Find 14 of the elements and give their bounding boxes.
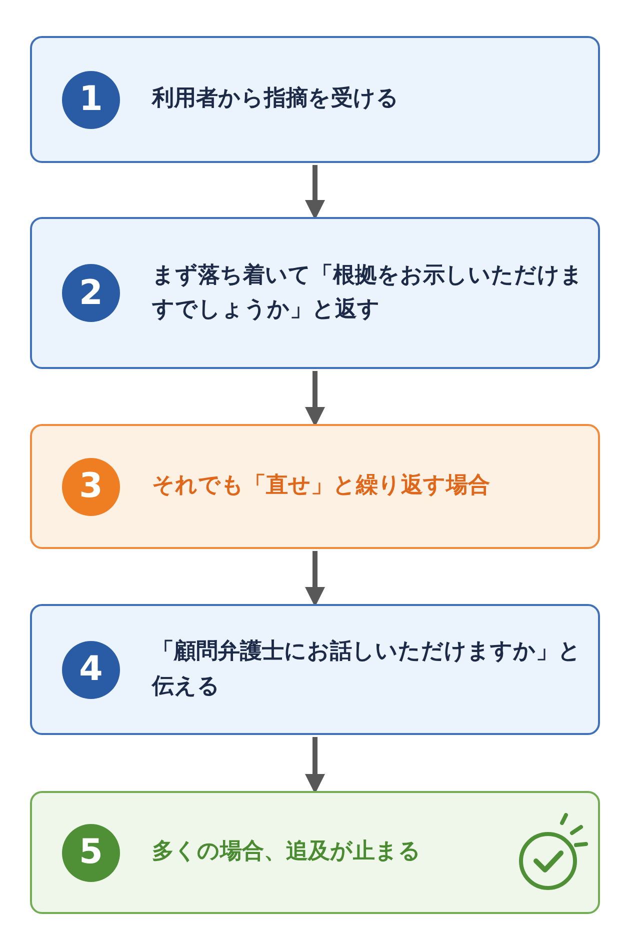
- step-text: まず落ち着いて「根拠をお示しいただけますでしょうか」と返す: [152, 262, 584, 324]
- arrow: [305, 165, 325, 220]
- step-text: それでも「直せ」と繰り返す場合: [152, 472, 491, 500]
- step-text: 「顧問弁護士にお話しいただけますか」と伝える: [152, 638, 582, 700]
- step-box: [30, 604, 600, 735]
- arrow: [305, 371, 325, 427]
- step-box: [30, 424, 600, 549]
- arrow: [305, 737, 325, 794]
- step-box: [30, 217, 600, 369]
- arrow: [305, 551, 325, 607]
- step-text: 利用者から指摘を受ける: [152, 85, 400, 114]
- step-box: [30, 36, 600, 163]
- step-box: [30, 791, 600, 914]
- step-text: 多くの場合、追及が止まる: [152, 838, 422, 866]
